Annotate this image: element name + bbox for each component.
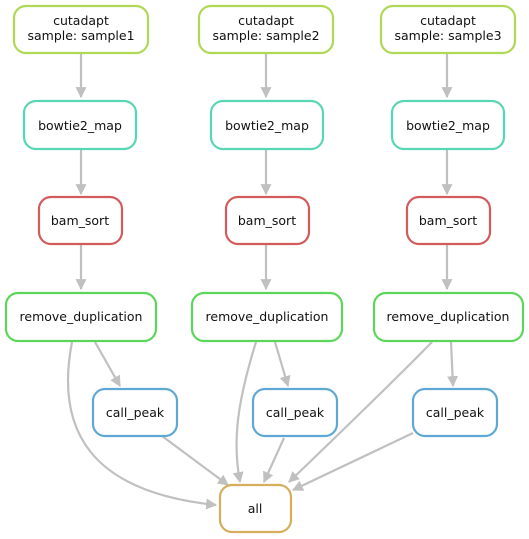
node-remove-duplication-3[interactable]: remove_duplication <box>372 291 525 343</box>
edge-callpeak1-all <box>161 435 229 486</box>
node-sublabel: sample: sample2 <box>212 28 319 43</box>
node-label: remove_duplication <box>206 309 329 324</box>
node-remove-duplication-1[interactable]: remove_duplication <box>4 291 158 343</box>
node-bowtie2-map-3[interactable]: bowtie2_map <box>390 99 506 151</box>
node-label: bowtie2_map <box>406 118 490 133</box>
node-remove-duplication-2[interactable]: remove_duplication <box>190 291 344 343</box>
node-bam-sort-1[interactable]: bam_sort <box>37 195 124 246</box>
node-all[interactable]: all <box>218 483 293 534</box>
node-label: cutadapt <box>53 13 109 28</box>
node-sublabel: sample: sample3 <box>394 28 501 43</box>
edges <box>66 53 459 510</box>
node-label: remove_duplication <box>387 309 510 324</box>
edge-removedup1-all <box>66 341 218 510</box>
node-sublabel: sample: sample1 <box>27 28 134 43</box>
edge-removedup3-all <box>288 341 433 483</box>
node-label: bam_sort <box>51 213 109 228</box>
edge-removedup1-callpeak1 <box>94 341 121 387</box>
edge-removedup2-callpeak2 <box>273 341 291 388</box>
node-label: bowtie2_map <box>38 118 122 133</box>
node-call-peak-2[interactable]: call_peak <box>251 387 339 438</box>
node-bam-sort-3[interactable]: bam_sort <box>405 195 492 246</box>
node-bam-sort-2[interactable]: bam_sort <box>224 195 311 246</box>
node-call-peak-1[interactable]: call_peak <box>91 387 179 438</box>
node-bowtie2-map-1[interactable]: bowtie2_map <box>22 99 138 151</box>
node-label: bam_sort <box>419 213 477 228</box>
edge-callpeak2-all <box>262 437 286 484</box>
node-cutadapt-sample1[interactable]: cutadapt sample: sample1 <box>12 4 150 55</box>
node-bowtie2-map-2[interactable]: bowtie2_map <box>209 99 325 151</box>
node-label: bam_sort <box>238 213 296 228</box>
node-cutadapt-sample3[interactable]: cutadapt sample: sample3 <box>379 4 517 55</box>
nodes: cutadapt sample: sample1 cutadapt sample… <box>4 4 525 534</box>
node-label: cutadapt <box>420 13 476 28</box>
node-label: call_peak <box>426 405 485 420</box>
node-label: cutadapt <box>238 13 294 28</box>
edge-removedup3-callpeak3 <box>447 341 459 388</box>
node-label: all <box>248 501 263 516</box>
edge-removedup2-all <box>232 341 258 484</box>
node-label: call_peak <box>266 405 325 420</box>
node-label: bowtie2_map <box>225 118 309 133</box>
edge-callpeak3-all <box>292 432 414 491</box>
node-label: remove_duplication <box>20 309 143 324</box>
node-cutadapt-sample2[interactable]: cutadapt sample: sample2 <box>197 4 335 55</box>
node-label: call_peak <box>106 405 165 420</box>
node-call-peak-3[interactable]: call_peak <box>411 387 499 438</box>
